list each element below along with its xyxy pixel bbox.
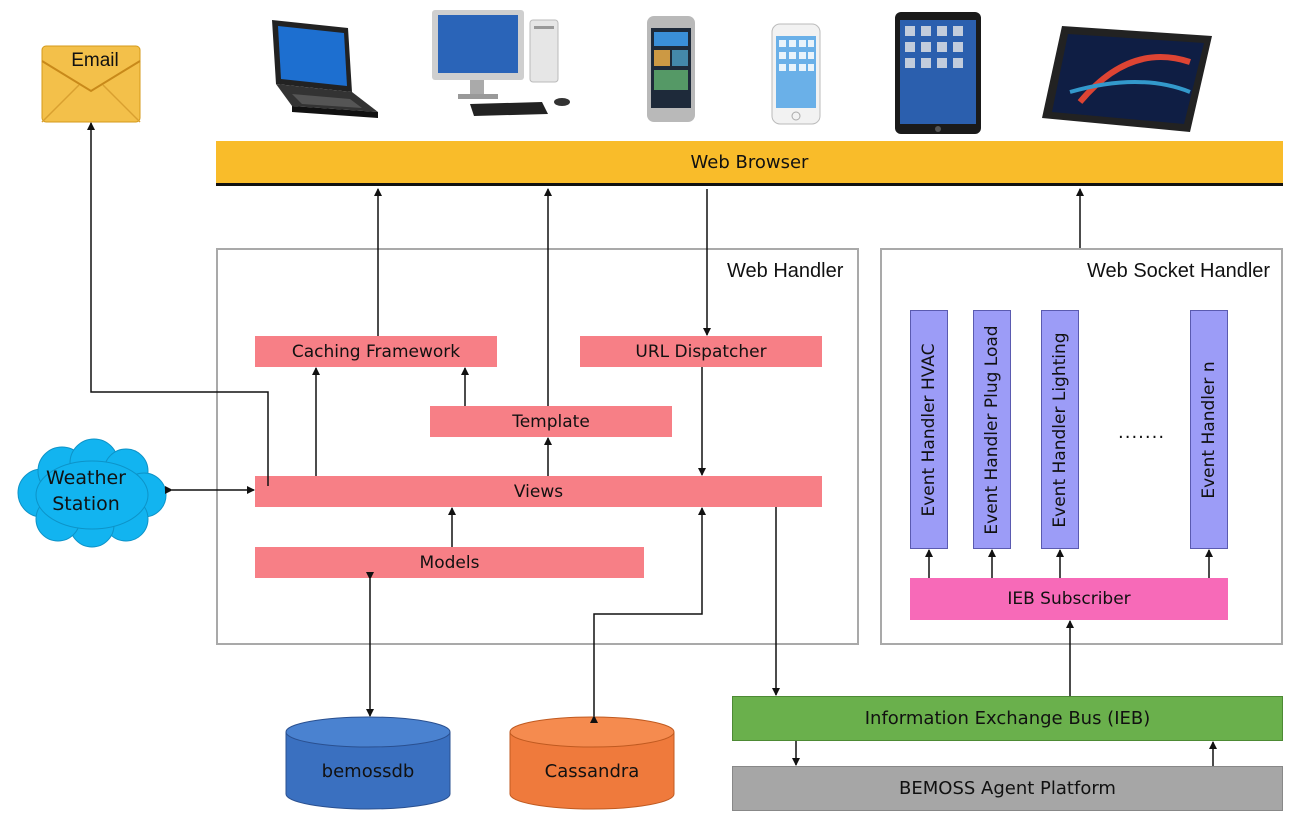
bemossdb-label: bemossdb <box>321 761 415 782</box>
bemossdb-cylinder <box>285 716 451 810</box>
smartphone-icon <box>645 14 697 124</box>
event-handler-plug-load: Event Handler Plug Load <box>973 310 1011 549</box>
web-handler-frame <box>216 248 859 645</box>
cassandra-cylinder <box>509 716 675 810</box>
weather-station-label: Weather Station <box>46 467 126 515</box>
event-handler-hvac: Event Handler HVAC <box>910 310 948 549</box>
models-box: Models <box>255 547 644 578</box>
ellipsis: ....... <box>1118 422 1166 443</box>
bemoss-agent-platform-bar: BEMOSS Agent Platform <box>732 766 1283 811</box>
web-browser-bar: Web Browser <box>216 141 1283 186</box>
url-dispatcher-box: URL Dispatcher <box>580 336 822 367</box>
email-icon <box>41 45 141 123</box>
event-handler-lighting: Event Handler Lighting <box>1041 310 1079 549</box>
web-socket-handler-frame <box>880 248 1283 645</box>
tablet-icon <box>893 10 983 136</box>
tablet-icon <box>1040 22 1215 134</box>
information-exchange-bus-bar: Information Exchange Bus (IEB) <box>732 696 1283 741</box>
email-label: Email <box>71 50 119 71</box>
views-box: Views <box>255 476 822 507</box>
web-browser-label: Web Browser <box>690 151 809 173</box>
cassandra-label: Cassandra <box>544 761 640 782</box>
ieb-subscriber-box: IEB Subscriber <box>910 578 1228 620</box>
event-handler-n: Event Handler n <box>1190 310 1228 549</box>
smartphone-icon <box>770 22 822 126</box>
web-handler-title: Web Handler <box>727 260 844 282</box>
caching-framework-box: Caching Framework <box>255 336 497 367</box>
template-box: Template <box>430 406 672 437</box>
desktop-icon <box>430 8 580 120</box>
cloud-icon <box>10 437 170 549</box>
laptop-icon <box>262 14 380 128</box>
web-socket-handler-title: Web Socket Handler <box>1087 260 1271 282</box>
